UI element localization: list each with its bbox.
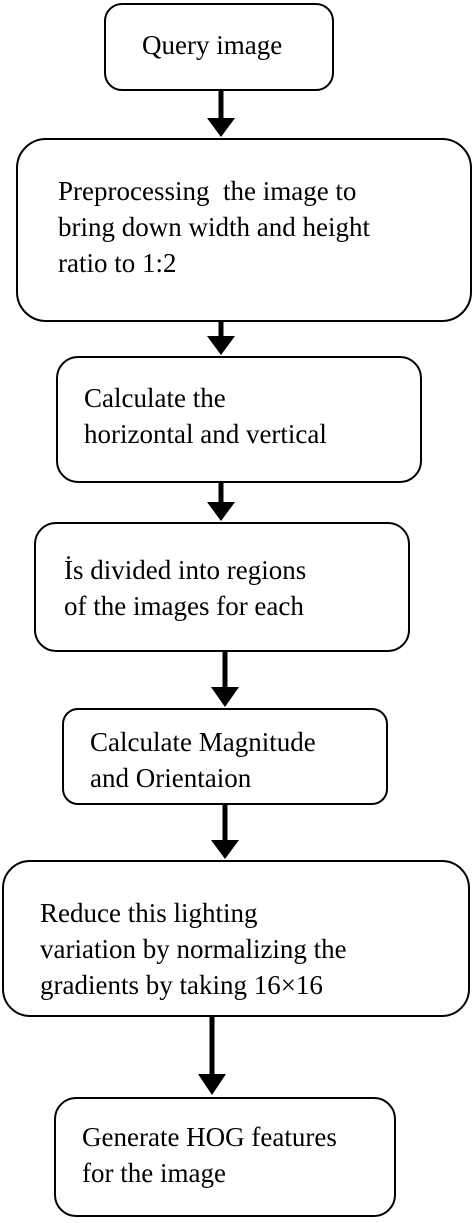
step-divide-regions: İs divided into regions of the images fo… bbox=[34, 522, 410, 652]
step-preprocessing: Preprocessing the image to bring down wi… bbox=[16, 138, 472, 322]
step-query-image: Query image bbox=[104, 3, 334, 91]
step-label: Calculate Magnitude and Orientaion bbox=[90, 727, 316, 793]
step-label: İs divided into regions of the images fo… bbox=[64, 555, 307, 621]
arrow-4-to-5 bbox=[211, 652, 239, 707]
step-label: Generate HOG features for the image bbox=[82, 1122, 337, 1188]
arrow-5-to-6 bbox=[211, 805, 239, 859]
arrow-6-to-7 bbox=[198, 1017, 226, 1095]
step-label: Reduce this lighting variation by normal… bbox=[40, 898, 347, 1000]
step-calculate-gradients: Calculate the horizontal and vertical bbox=[56, 356, 422, 483]
arrow-1-to-2 bbox=[207, 91, 235, 137]
step-label: Calculate the horizontal and vertical bbox=[84, 383, 327, 449]
step-generate-hog: Generate HOG features for the image bbox=[54, 1097, 396, 1217]
arrow-2-to-3 bbox=[207, 322, 235, 355]
step-magnitude-orientation: Calculate Magnitude and Orientaion bbox=[62, 708, 388, 805]
step-label: Query image bbox=[142, 30, 283, 60]
step-normalize-gradients: Reduce this lighting variation by normal… bbox=[2, 860, 470, 1017]
arrow-3-to-4 bbox=[207, 483, 235, 521]
step-label: Preprocessing the image to bring down wi… bbox=[58, 176, 370, 278]
